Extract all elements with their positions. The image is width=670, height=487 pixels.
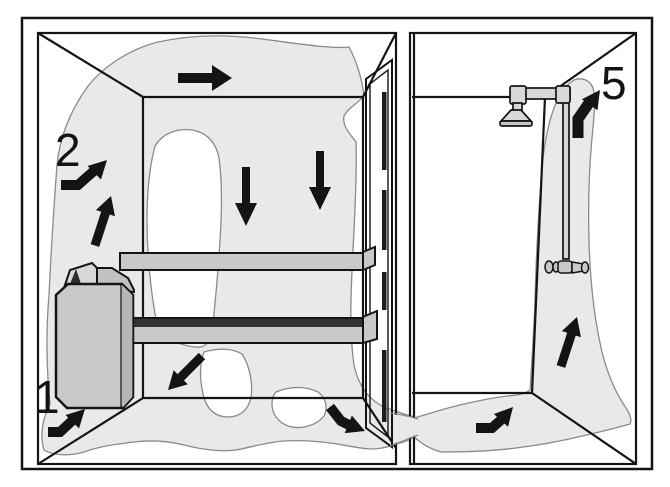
- heater-lid-notch: [70, 269, 81, 284]
- flow-arrow-shower-floor-bend-icon: [476, 407, 513, 433]
- shower-arm-left-elbow: [509, 85, 527, 105]
- upper-bench: [119, 252, 364, 271]
- flow-arrow-up-left-wall-icon: [90, 196, 115, 247]
- flow-arrow-inlet-bend-icon: [48, 409, 85, 437]
- airflow-under-door-connector: [389, 412, 419, 447]
- airflow-region: [41, 35, 632, 456]
- flow-arrow-rise-bend-icon: [61, 160, 107, 190]
- label-step-2: 2: [55, 124, 81, 176]
- flow-arrow-right-ceiling-icon: [178, 65, 232, 91]
- sauna-room-box: [36, 31, 398, 466]
- flow-arrow-down-back-wall-2-icon: [309, 151, 331, 210]
- sauna-door: [365, 58, 393, 449]
- door-frame: [365, 58, 393, 449]
- flow-arrow-down-left-floor-icon: [168, 352, 206, 390]
- heater-body-side-face: [120, 282, 134, 409]
- flow-arrow-outlet-bend-icon: [572, 90, 600, 138]
- sauna-benches: [117, 245, 378, 345]
- flow-arrow-down-back-wall-1-icon: [235, 167, 257, 226]
- flow-arrow-under-door-icon: [326, 403, 365, 434]
- flow-arrows: [48, 65, 600, 437]
- valve-body: [557, 260, 573, 274]
- sauna-room-perspective-lines: [37, 32, 397, 465]
- sauna-heater: [54, 261, 135, 410]
- valve-right-cap: [580, 261, 590, 274]
- airflow-blob-shower: [413, 78, 632, 453]
- shower-head-cone: [499, 109, 533, 122]
- shower-head-rim: [499, 120, 533, 127]
- door-panel: [369, 68, 389, 439]
- lower-bench-end-cap: [362, 309, 378, 345]
- frame-and-walls: [20, 16, 654, 471]
- shower-riser-pipe: [562, 98, 570, 260]
- shower-room-box: [408, 31, 638, 466]
- lower-bench-top-edge: [119, 319, 362, 327]
- shower-arm-right-elbow: [555, 85, 571, 104]
- label-step-1: 1: [34, 371, 60, 423]
- door-gap-slots: [382, 92, 387, 422]
- shower-valve: [544, 260, 590, 274]
- shower-room-perspective-lines: [412, 32, 637, 465]
- outer-border: [20, 16, 654, 471]
- flow-arrow-shower-up-icon: [556, 317, 581, 368]
- valve-left-knob: [544, 260, 554, 274]
- label-step-5: 5: [601, 57, 627, 109]
- upper-bench-end-cap: [362, 245, 376, 272]
- shower-fixture: [499, 85, 590, 274]
